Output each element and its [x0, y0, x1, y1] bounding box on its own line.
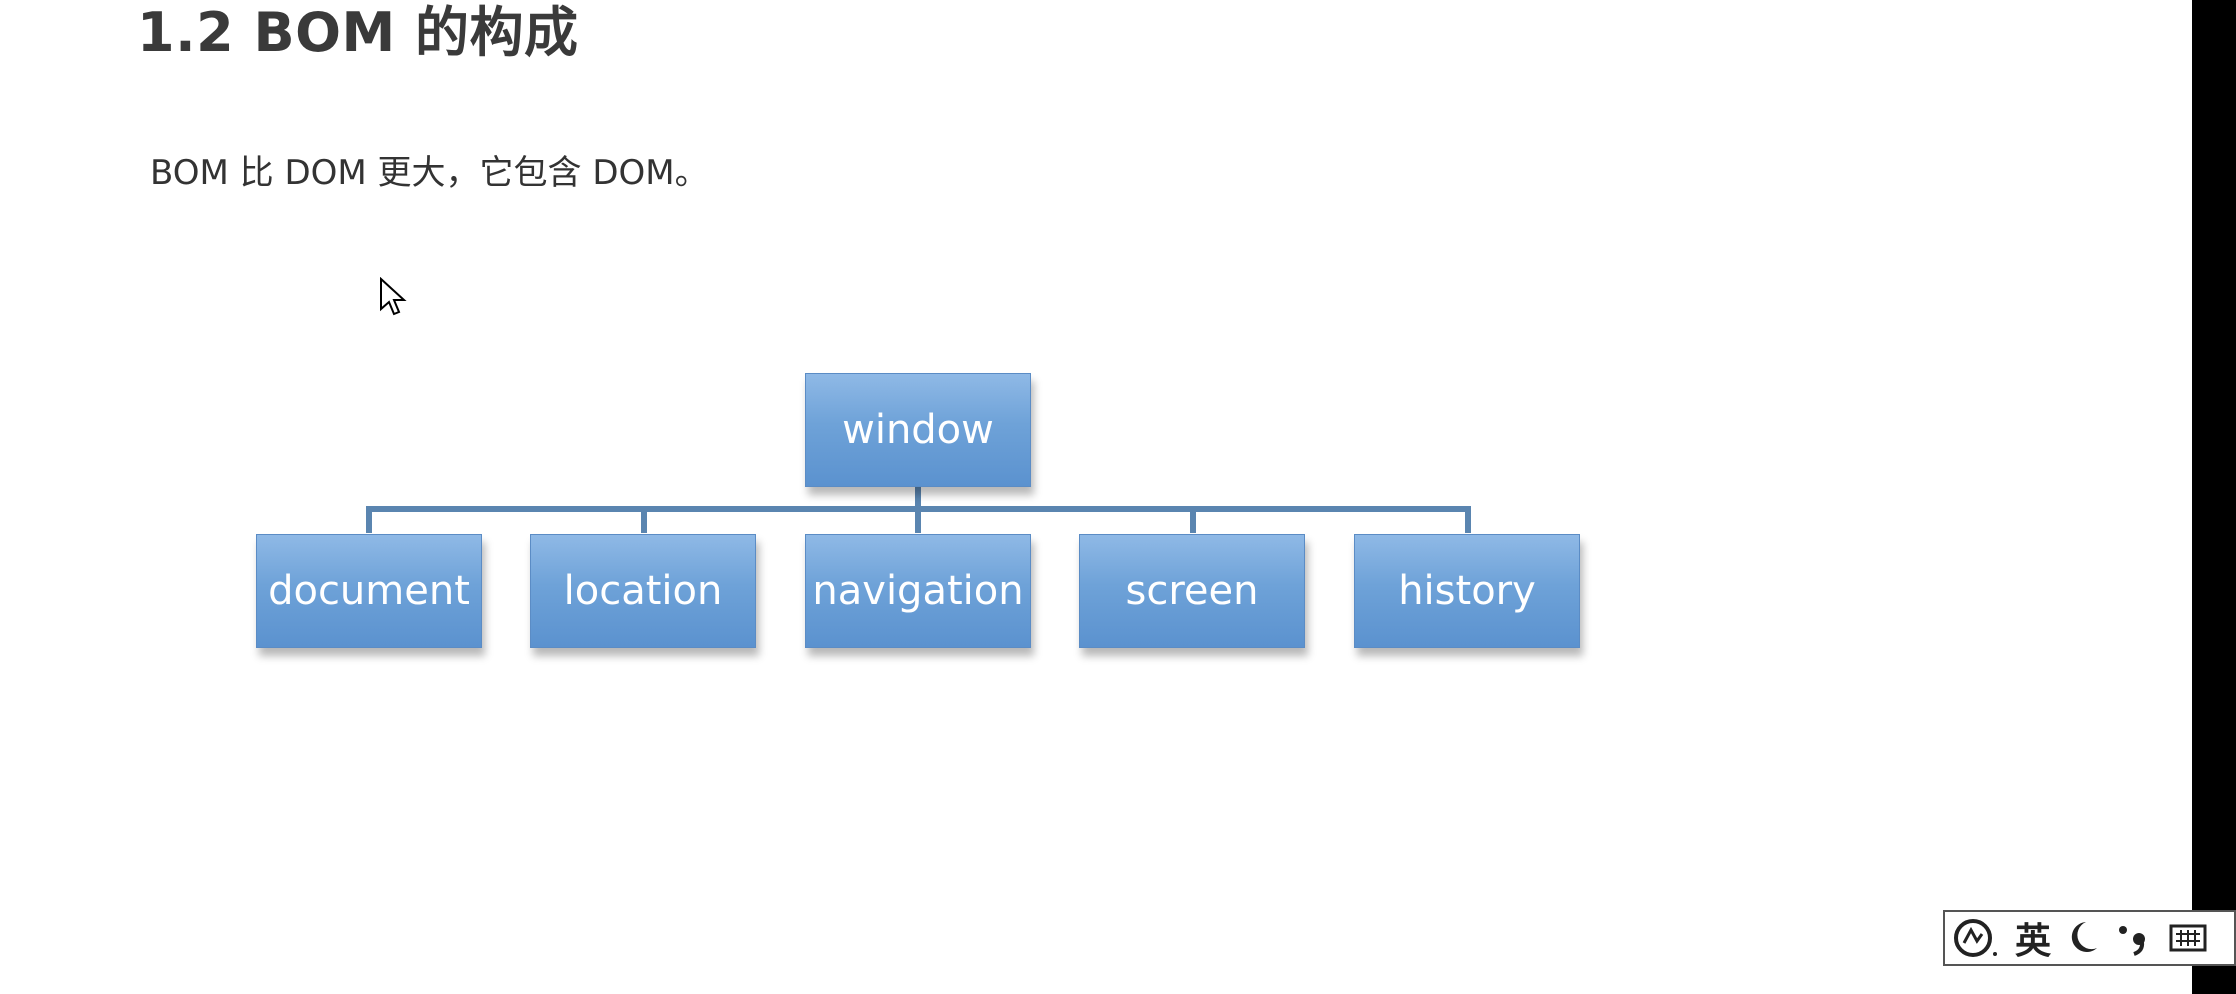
black-screen-edge: [2192, 0, 2236, 994]
slide-subtitle: BOM 比 DOM 更大，它包含 DOM。: [150, 153, 709, 193]
diagram-node-location: location: [530, 534, 756, 648]
diagram-node-screen: screen: [1079, 534, 1305, 648]
child-connector: [1190, 506, 1196, 533]
diagram-node-history: history: [1354, 534, 1580, 648]
root-connector: [915, 486, 921, 510]
child-connector: [366, 506, 372, 533]
ime-logo-icon[interactable]: [1953, 914, 2001, 962]
mouse-cursor-icon: [380, 277, 407, 316]
child-connector: [915, 506, 921, 533]
child-connector: [641, 506, 647, 533]
ime-language-toggle[interactable]: 英: [2015, 921, 2052, 962]
diagram-node-navigation: navigation: [805, 534, 1031, 648]
diagram-node-document: document: [256, 534, 482, 648]
diagram-node-window: window: [805, 373, 1031, 487]
slide-title: 1.2 BOM 的构成: [137, 1, 579, 64]
keyboard-icon[interactable]: [2167, 914, 2209, 962]
moon-icon[interactable]: [2065, 914, 2101, 962]
child-connector: [1465, 506, 1471, 533]
bom-hierarchy-diagram: window document location navigation scre…: [256, 373, 1580, 648]
ime-toolbar[interactable]: 英: [1943, 910, 2236, 966]
punctuation-icon[interactable]: [2115, 914, 2153, 962]
